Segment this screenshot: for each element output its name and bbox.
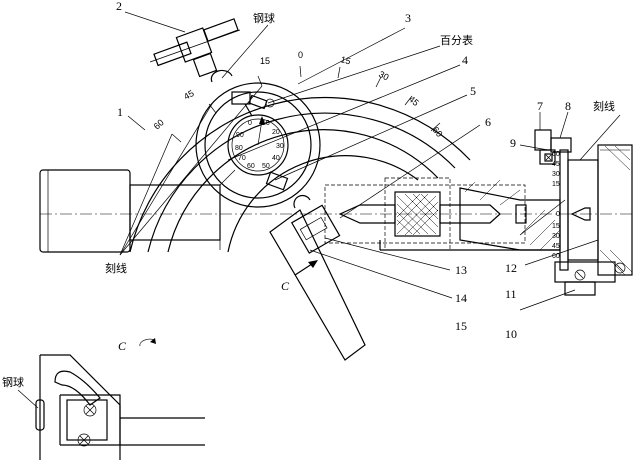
arc-tick-0: 0 xyxy=(298,50,303,60)
part-label-14: 14 xyxy=(455,291,467,305)
dial-30: 30 xyxy=(276,143,284,150)
part-label-3: 3 xyxy=(405,11,411,25)
mandrel xyxy=(324,177,560,251)
view-c-arrow-label: C xyxy=(281,279,290,293)
label-scale-line-bottom: 刻线 xyxy=(105,261,127,275)
arc-tick-60-right: 60 xyxy=(430,125,444,139)
right-housing xyxy=(459,179,561,251)
leader-lines xyxy=(119,11,621,311)
ring-15-bottom: 15 xyxy=(552,223,560,230)
part-label-15: 15 xyxy=(455,319,467,333)
part-label-12: 12 xyxy=(505,261,517,275)
dial-40: 40 xyxy=(272,155,280,162)
part-label-9: 9 xyxy=(510,136,516,150)
ring-45-bottom: 45 xyxy=(552,243,560,250)
ring-60-top: 60 xyxy=(552,151,560,158)
part-label-5: 5 xyxy=(470,84,476,98)
dial-90: 90 xyxy=(236,132,244,139)
arc-tick-15-right: 15 xyxy=(339,54,351,66)
label-steel-ball-inset: 钢球 xyxy=(2,375,24,389)
ring-45-top: 45 xyxy=(552,161,560,168)
body-step xyxy=(219,169,236,250)
part-label-4: 4 xyxy=(462,53,468,67)
leader-steel-ball-inset xyxy=(17,389,39,409)
ring-30-top: 30 xyxy=(552,171,560,178)
dial-10: 10 xyxy=(262,120,270,127)
part-label-1: 1 xyxy=(117,105,123,119)
dial-20: 20 xyxy=(272,129,280,136)
ring-0: 0 xyxy=(556,211,560,218)
view-c-rotate-arrow xyxy=(139,338,156,347)
part-label-10: 10 xyxy=(505,327,517,341)
dial-0: 0 xyxy=(248,120,252,127)
view-c-arrowhead xyxy=(308,260,318,268)
ring-30-bottom: 30 xyxy=(552,233,560,240)
clamp-screw xyxy=(149,18,241,83)
label-steel-ball-top: 钢球 xyxy=(253,11,275,25)
lever-arm xyxy=(269,194,366,361)
view-c-title: C xyxy=(118,339,127,353)
arc-tick-30-right: 30 xyxy=(377,69,391,83)
view-c-inset xyxy=(35,354,205,460)
part-label-6: 6 xyxy=(485,115,491,129)
view-c-rotate-arrowhead xyxy=(150,338,156,344)
part-label-13: 13 xyxy=(455,263,467,277)
dial-70: 70 xyxy=(238,155,246,162)
ring-60-bottom: 60 xyxy=(552,253,560,260)
base-cylinder xyxy=(39,169,221,253)
arc-tick-15-left: 15 xyxy=(260,56,270,66)
dial-60: 60 xyxy=(247,163,255,170)
arc-tick-45-right: 45 xyxy=(407,94,421,108)
arc-tick-45-left: 45 xyxy=(182,88,196,102)
label-dial-indicator: 百分表 xyxy=(440,33,473,47)
label-scale-line-right: 刻线 xyxy=(593,99,615,113)
pointer-bracket xyxy=(534,129,572,165)
ring-15-top: 15 xyxy=(552,181,560,188)
ring-scale xyxy=(554,144,633,296)
arc-tick-60-left: 60 xyxy=(152,117,166,131)
dial-50: 50 xyxy=(262,163,270,170)
part-label-7: 7 xyxy=(537,99,543,113)
part-label-8: 8 xyxy=(565,99,571,113)
protractor-arc xyxy=(129,65,471,253)
inner-arc xyxy=(227,155,419,253)
dial-indicator xyxy=(195,82,321,208)
part-label-2: 2 xyxy=(116,0,122,13)
part-label-11: 11 xyxy=(505,287,517,301)
dial-80: 80 xyxy=(235,145,243,152)
